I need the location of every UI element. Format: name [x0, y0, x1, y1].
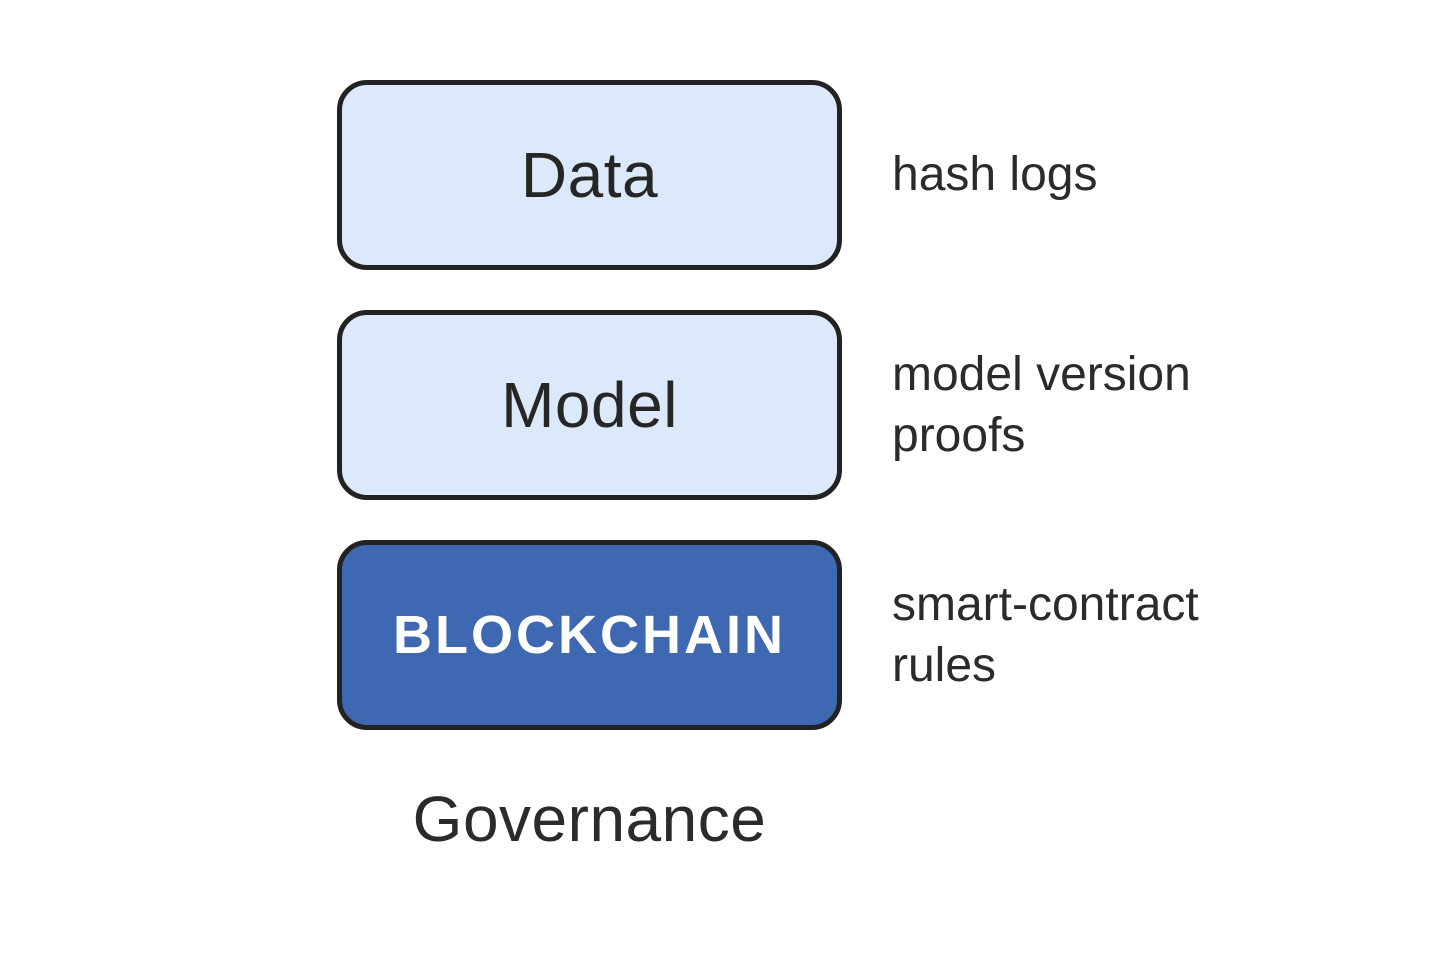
- data-node-annotation: hash logs: [892, 148, 1098, 202]
- blockchain-node-label: BLOCKCHAIN: [393, 605, 786, 665]
- layer-row-blockchain: BLOCKCHAIN smart-contract rules: [337, 540, 1312, 730]
- layer-row-data: Data hash logs: [337, 80, 1312, 270]
- blockchain-node-annotation: smart-contract rules: [892, 577, 1199, 692]
- blockchain-node-box: BLOCKCHAIN: [337, 540, 842, 730]
- model-node-annotation: model version proofs: [892, 347, 1191, 462]
- model-node-box: Model: [337, 310, 842, 500]
- layer-stack: Data hash logs Model model version proof…: [337, 80, 1312, 730]
- data-node-label: Data: [520, 139, 659, 211]
- data-node-box: Data: [337, 80, 842, 270]
- governance-caption: Governance: [412, 783, 767, 855]
- model-node-label: Model: [501, 369, 678, 441]
- layer-row-model: Model model version proofs: [337, 310, 1312, 500]
